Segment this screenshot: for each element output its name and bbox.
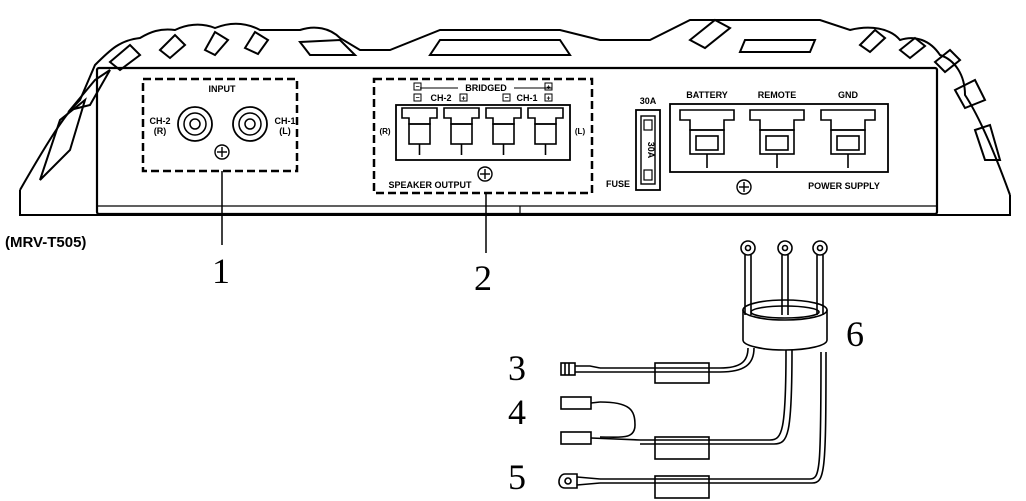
front-panel — [95, 66, 939, 216]
ch2-plus: + — [461, 96, 465, 103]
speaker-ch2-label: CH-2 — [430, 93, 451, 103]
rca-jack-ch1 — [232, 106, 268, 142]
input-ch2-side: (R) — [154, 126, 167, 136]
power-supply-title: POWER SUPPLY — [808, 181, 880, 191]
bridged-minus: − — [415, 84, 419, 91]
callout-5: 5 — [508, 457, 526, 497]
callout-6: 6 — [846, 314, 864, 354]
gnd-terminal — [820, 109, 876, 168]
speaker-output-section: BRIDGED − + − CH-2 + − CH-1 + (R) (L) — [372, 77, 594, 195]
fuse-body-text: 30A — [646, 142, 656, 159]
fuse-rating: 30A — [640, 96, 657, 106]
speaker-terminal-3 — [485, 107, 522, 155]
bridged-label: BRIDGED — [465, 83, 507, 93]
input-ch2-label: CH-2 — [149, 116, 170, 126]
power-supply-section: BATTERY REMOTE GND POWER SUPPLY — [669, 90, 889, 195]
callout-2: 2 — [474, 258, 492, 298]
input-title: INPUT — [209, 84, 237, 94]
remote-terminal — [749, 109, 805, 168]
input-ch1-label: CH-1 — [274, 116, 295, 126]
screw-icon — [477, 166, 493, 182]
speaker-ch1-label: CH-1 — [516, 93, 537, 103]
speaker-terminal-1 — [401, 107, 438, 155]
model-label: (MRV-T505) — [5, 234, 86, 251]
callout-3: 3 — [508, 348, 526, 388]
heatsink-fins — [19, 18, 1011, 216]
ch1-minus: − — [504, 95, 508, 102]
rca-jack-ch2 — [177, 106, 213, 142]
screw-icon — [736, 179, 752, 195]
speaker-left-side: (R) — [379, 127, 390, 136]
remote-label: REMOTE — [758, 90, 797, 100]
input-ch1-side: (L) — [279, 126, 291, 136]
gnd-label: GND — [838, 90, 859, 100]
bridged-plus: + — [546, 85, 550, 92]
callout-4: 4 — [508, 392, 526, 432]
battery-label: BATTERY — [686, 90, 728, 100]
ch1-plus: + — [546, 96, 550, 103]
fuse-label: FUSE — [606, 179, 630, 189]
speaker-output-title: SPEAKER OUTPUT — [388, 180, 472, 190]
speaker-right-side: (L) — [575, 127, 586, 136]
fuse-section: 30A 30A FUSE — [606, 96, 661, 191]
battery-terminal — [679, 109, 735, 168]
speaker-terminal-2 — [443, 107, 480, 155]
screw-icon — [214, 144, 230, 160]
speaker-terminal-4 — [527, 107, 564, 155]
callout-1: 1 — [212, 251, 230, 291]
input-section: INPUT CH-2 (R) CH-1 (L) — [141, 77, 299, 173]
ch2-minus: − — [415, 95, 419, 102]
wiring-harness — [558, 240, 828, 499]
